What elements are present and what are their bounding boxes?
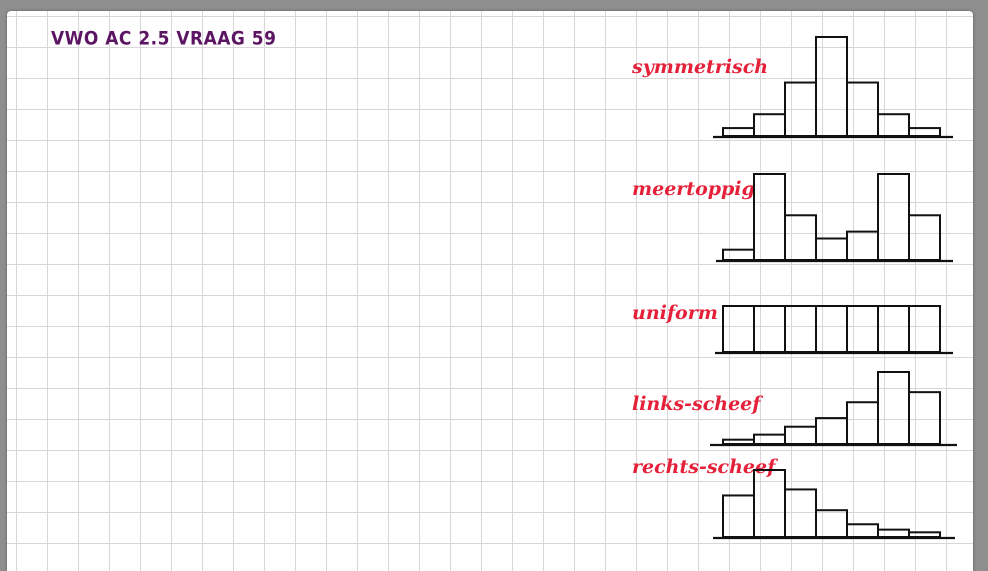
histogram-bar — [815, 509, 848, 539]
label-links-scheef: links-scheef — [632, 393, 761, 415]
histogram-bar — [846, 523, 879, 539]
histogram-bar — [815, 36, 848, 137]
histogram-bar — [877, 371, 910, 445]
histogram-bar — [753, 305, 786, 353]
histogram-bar — [846, 81, 879, 137]
label-meertoppig: meertoppig — [632, 178, 755, 200]
histogram-bar — [815, 237, 848, 261]
label-symmetrisch: symmetrisch — [632, 56, 769, 78]
histogram-bar — [722, 438, 755, 445]
histogram-symmetrisch — [713, 36, 953, 139]
histogram-bar — [815, 305, 848, 353]
histogram-meertoppig — [716, 173, 953, 263]
histogram-bar — [908, 305, 941, 353]
histogram-links-scheef — [710, 371, 957, 447]
histogram-bar — [753, 469, 786, 538]
histogram-bar — [784, 305, 817, 353]
histogram-bar — [877, 528, 910, 539]
label-uniform: uniform — [632, 302, 718, 324]
histogram-bar — [784, 214, 817, 261]
histogram-bar — [722, 127, 755, 138]
histogram-bar — [753, 433, 786, 446]
histogram-bar — [784, 81, 817, 137]
histogram-bar — [722, 494, 755, 538]
histogram-bar — [846, 401, 879, 445]
histogram-bar — [877, 113, 910, 138]
histogram-bar — [908, 391, 941, 446]
histogram-bar — [877, 173, 910, 261]
histogram-bar — [877, 305, 910, 353]
histogram-bar — [722, 305, 755, 353]
histogram-bar — [722, 248, 755, 261]
histogram-bar — [753, 173, 786, 261]
grid-paper — [7, 11, 973, 571]
histogram-bar — [784, 488, 817, 538]
histogram-bar — [908, 214, 941, 261]
page-title: VWO AC 2.5 VRAAG 59 — [51, 28, 277, 50]
histogram-bar — [846, 305, 879, 353]
histogram-bar — [753, 113, 786, 138]
histogram-bar — [846, 230, 879, 261]
histogram-rechts-scheef — [713, 469, 955, 540]
histogram-bar — [815, 417, 848, 445]
histogram-bar — [784, 425, 817, 446]
histogram-bar — [908, 127, 941, 138]
label-rechts-scheef: rechts-scheef — [632, 456, 776, 478]
histogram-uniform — [715, 305, 953, 355]
histogram-bar — [908, 531, 941, 538]
